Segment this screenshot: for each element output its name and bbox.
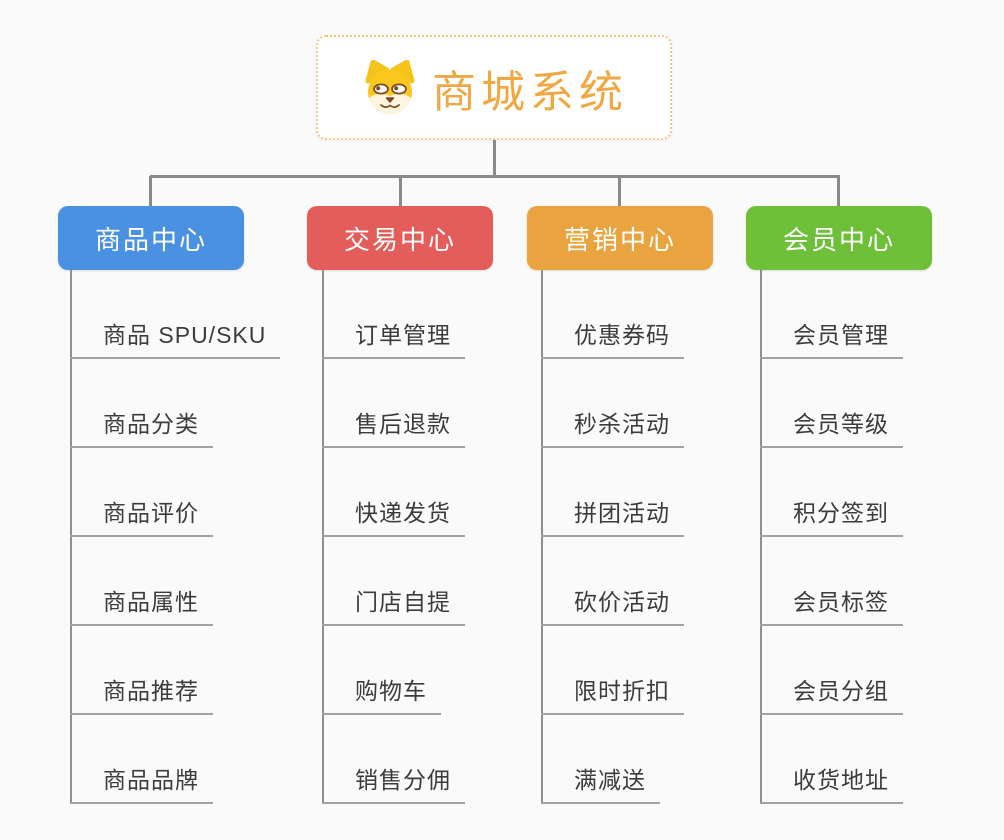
- leaf-label: 商品分类: [70, 405, 213, 448]
- leaf-label: 销售分佣: [322, 761, 465, 804]
- branch-node-member-center[interactable]: 会员中心: [746, 206, 932, 270]
- connector-drop-3: [618, 176, 621, 206]
- leaf-label: 商品推荐: [70, 672, 213, 715]
- leaf-node[interactable]: 限时折扣: [541, 626, 684, 715]
- branch-column-line: [760, 270, 762, 804]
- leaf-node[interactable]: 商品属性: [70, 537, 280, 626]
- branch-column-line: [322, 270, 324, 804]
- leaf-label: 积分签到: [760, 494, 903, 537]
- branch-label: 商品中心: [94, 224, 207, 255]
- leaf-label: 会员管理: [760, 316, 903, 359]
- branch-label: 交易中心: [343, 224, 456, 255]
- branch-leaf-list: 订单管理 售后退款 快递发货 门店自提 购物车 销售分佣: [322, 270, 465, 804]
- leaf-label: 售后退款: [322, 405, 465, 448]
- leaf-label: 快递发货: [322, 494, 465, 537]
- leaf-label: 会员等级: [760, 405, 903, 448]
- leaf-label: 购物车: [322, 672, 441, 715]
- branch-leaf-list: 优惠券码 秒杀活动 拼团活动 砍价活动 限时折扣 满减送: [541, 270, 684, 804]
- connector-drop-4: [837, 176, 840, 206]
- leaf-node[interactable]: 订单管理: [322, 270, 465, 359]
- leaf-node[interactable]: 门店自提: [322, 537, 465, 626]
- connector-drop-2: [399, 176, 402, 206]
- leaf-node[interactable]: 商品 SPU/SKU: [70, 270, 281, 359]
- branch-column-line: [70, 270, 72, 804]
- leaf-label: 优惠券码: [541, 316, 684, 359]
- branch-node-marketing-center[interactable]: 营销中心: [527, 206, 713, 270]
- root-title: 商城系统: [432, 67, 628, 117]
- leaf-label: 秒杀活动: [541, 405, 684, 448]
- leaf-node[interactable]: 砍价活动: [541, 537, 684, 626]
- leaf-node[interactable]: 商品品牌: [70, 715, 280, 804]
- leaf-node[interactable]: 商品分类: [70, 359, 280, 448]
- leaf-label: 商品 SPU/SKU: [70, 316, 281, 359]
- leaf-label: 商品品牌: [70, 761, 213, 804]
- leaf-node[interactable]: 销售分佣: [322, 715, 465, 804]
- leaf-node[interactable]: 售后退款: [322, 359, 465, 448]
- root-node[interactable]: 商城系统: [316, 35, 672, 140]
- leaf-label: 订单管理: [322, 316, 465, 359]
- leaf-node[interactable]: 收货地址: [760, 715, 903, 804]
- leaf-label: 商品属性: [70, 583, 213, 626]
- leaf-node[interactable]: 快递发货: [322, 448, 465, 537]
- leaf-node[interactable]: 会员分组: [760, 626, 903, 715]
- leaf-node[interactable]: 积分签到: [760, 448, 903, 537]
- shiba-dog-face-icon: [365, 59, 415, 114]
- leaf-node[interactable]: 会员等级: [760, 359, 903, 448]
- branch-label: 会员中心: [782, 224, 895, 255]
- branch-column-line: [541, 270, 543, 804]
- branch-label: 营销中心: [563, 224, 676, 255]
- leaf-node[interactable]: 秒杀活动: [541, 359, 684, 448]
- branch-node-product-center[interactable]: 商品中心: [58, 206, 244, 270]
- leaf-node[interactable]: 会员标签: [760, 537, 903, 626]
- leaf-node[interactable]: 购物车: [322, 626, 465, 715]
- connector-drop-1: [149, 176, 152, 206]
- leaf-label: 收货地址: [760, 761, 903, 804]
- branch-leaf-list: 会员管理 会员等级 积分签到 会员标签 会员分组 收货地址: [760, 270, 903, 804]
- leaf-label: 商品评价: [70, 494, 213, 537]
- leaf-label: 会员分组: [760, 672, 903, 715]
- connector-root-stub: [493, 140, 496, 176]
- leaf-node[interactable]: 商品推荐: [70, 626, 280, 715]
- leaf-label: 满减送: [541, 761, 660, 804]
- branch-leaf-list: 商品 SPU/SKU 商品分类 商品评价 商品属性 商品推荐 商品品牌: [70, 270, 281, 804]
- leaf-node[interactable]: 商品评价: [70, 448, 280, 537]
- connector-horizontal: [150, 175, 840, 178]
- leaf-label: 会员标签: [760, 583, 903, 626]
- leaf-label: 砍价活动: [541, 583, 684, 626]
- leaf-node[interactable]: 拼团活动: [541, 448, 684, 537]
- leaf-label: 拼团活动: [541, 494, 684, 537]
- leaf-node[interactable]: 会员管理: [760, 270, 903, 359]
- leaf-label: 门店自提: [322, 583, 465, 626]
- leaf-node[interactable]: 优惠券码: [541, 270, 684, 359]
- leaf-node[interactable]: 满减送: [541, 715, 684, 804]
- branch-node-trade-center[interactable]: 交易中心: [307, 206, 493, 270]
- leaf-label: 限时折扣: [541, 672, 684, 715]
